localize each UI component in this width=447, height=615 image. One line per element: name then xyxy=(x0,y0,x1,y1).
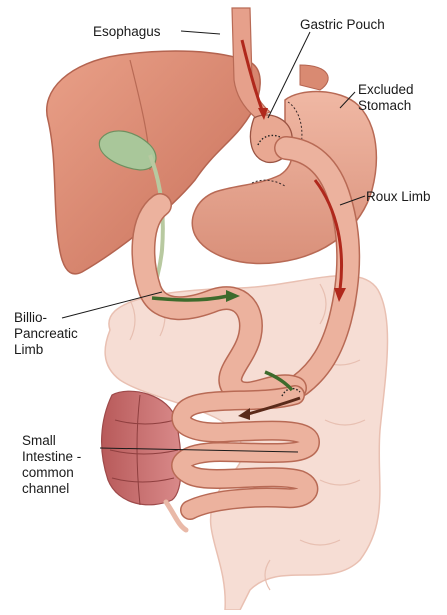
gastric-pouch-label: Gastric Pouch xyxy=(300,17,385,33)
common-channel-line-2: Intestine - xyxy=(22,449,81,465)
common-channel-label: Small Intestine - common channel xyxy=(22,433,81,497)
common-channel-line-3: common xyxy=(22,465,81,481)
esophagus-label: Esophagus xyxy=(93,24,161,40)
roux-limb-label: Roux Limb xyxy=(366,189,431,205)
common-channel-line-1: Small xyxy=(22,433,81,449)
common-channel-line-4: channel xyxy=(22,481,81,497)
biliopancreatic-line-2: Pancreatic xyxy=(14,326,78,342)
excluded-stomach-line-1: Excluded xyxy=(358,82,414,98)
biliopancreatic-limb-label: Billio- Pancreatic Limb xyxy=(14,310,78,358)
excluded-stomach-label: Excluded Stomach xyxy=(358,82,414,114)
excluded-stomach-line-2: Stomach xyxy=(358,98,414,114)
esophagus-leader xyxy=(181,31,220,34)
biliopancreatic-line-3: Limb xyxy=(14,342,78,358)
biliopancreatic-line-1: Billio- xyxy=(14,310,78,326)
